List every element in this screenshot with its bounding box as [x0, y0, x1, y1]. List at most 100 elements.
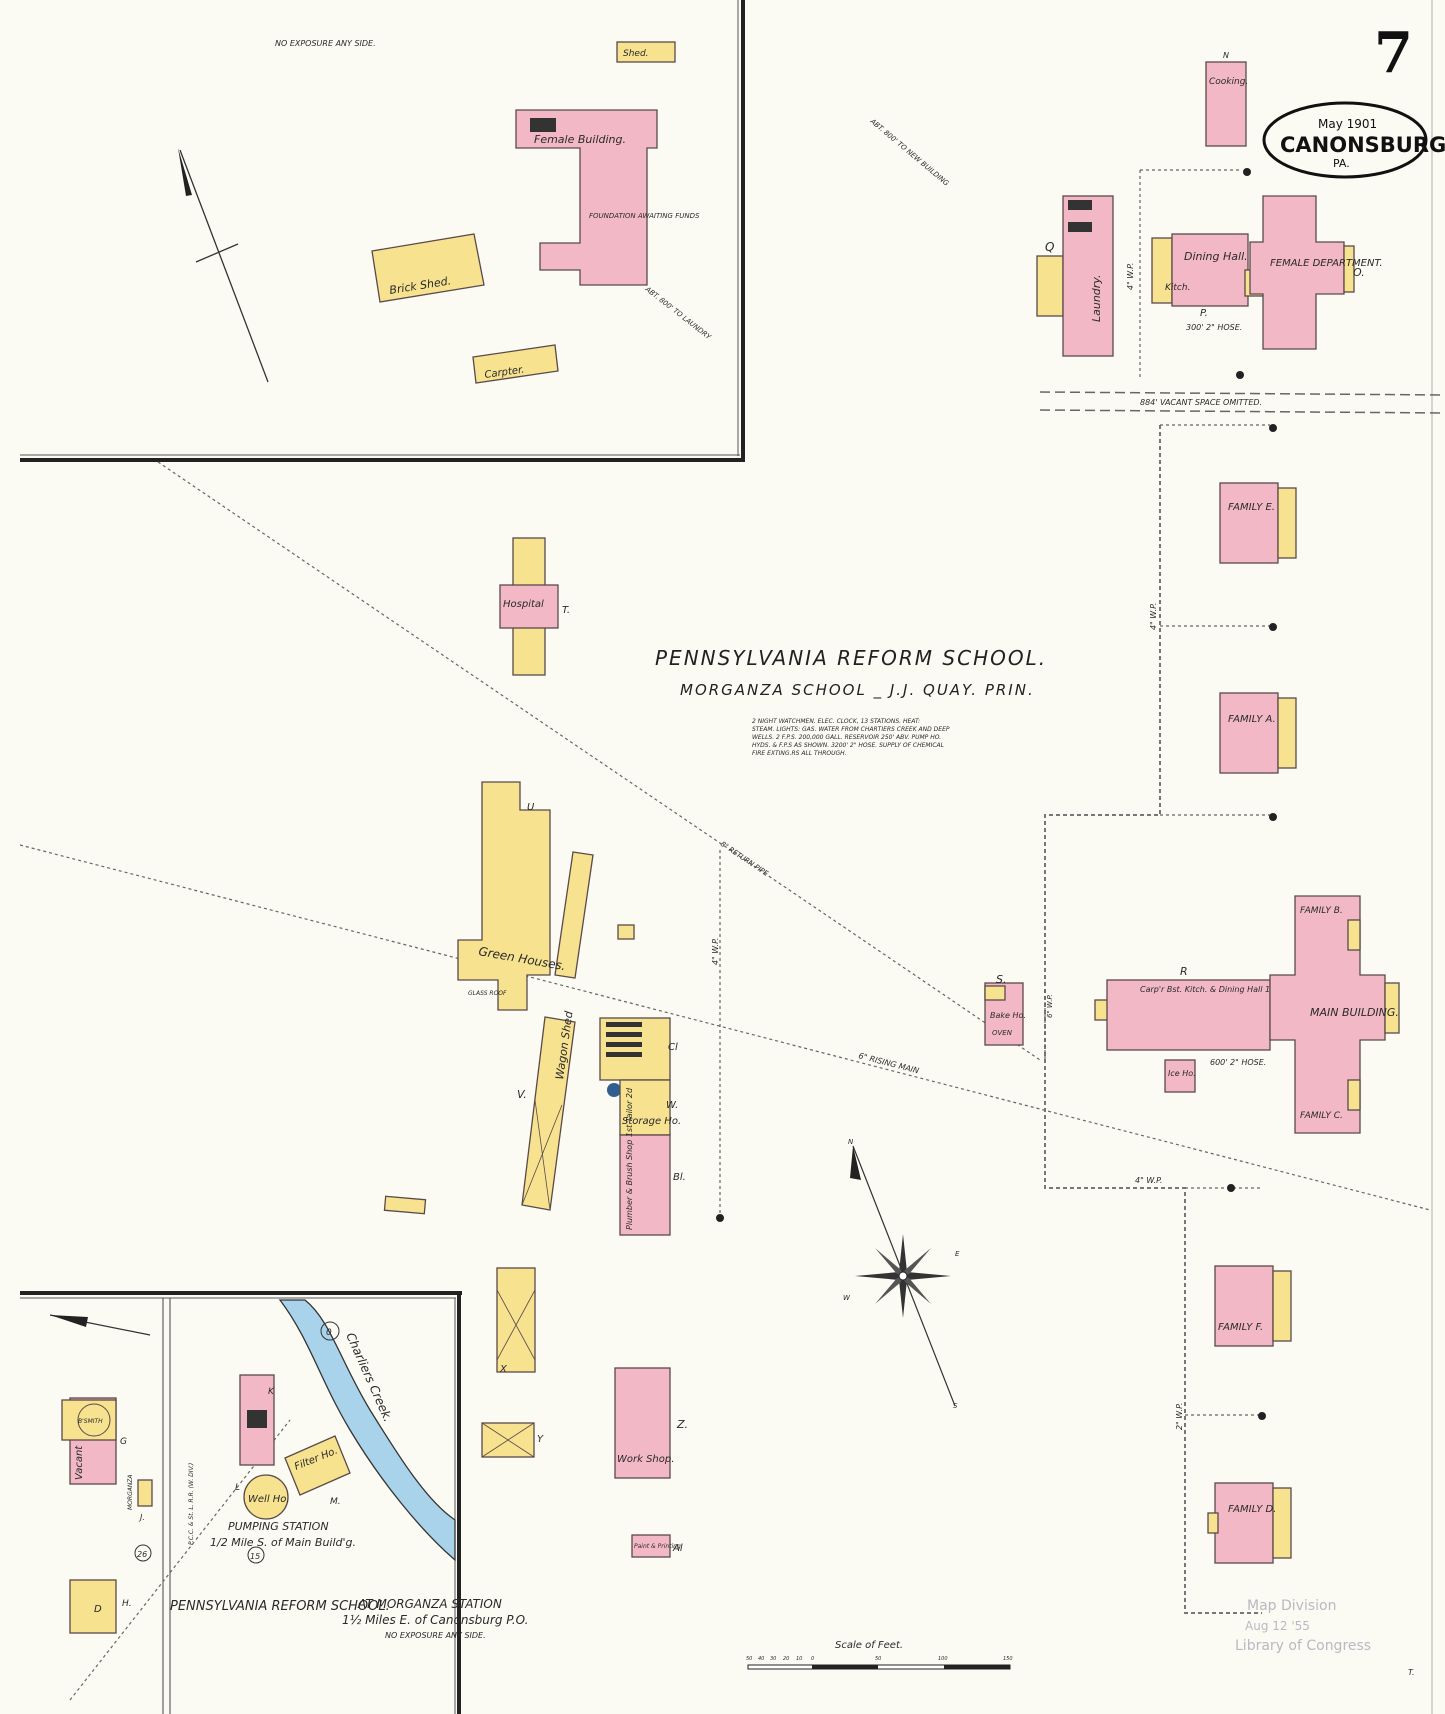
compass-n: N — [848, 1138, 854, 1146]
well-ho-label: Well Ho. — [248, 1494, 290, 1505]
foundation-label: FOUNDATION AWAITING FUNDS — [589, 212, 700, 220]
wp4-label-right: 4" W.P. — [1149, 603, 1158, 630]
family-f-label: FAMILY F. — [1218, 1322, 1263, 1333]
family-a-label: FAMILY A. — [1228, 714, 1276, 725]
green-houses-building — [457, 781, 551, 1011]
north-arrowhead-icon — [178, 148, 192, 196]
pumping-sub-label: 1/2 Mile S. of Main Build'g. — [210, 1536, 356, 1549]
main-building-porch — [1384, 982, 1400, 1034]
hose-r-label: 600' 2" HOSE. — [1210, 1058, 1266, 1067]
hydrant-icon — [1227, 1184, 1235, 1192]
pennsylvania-reform-inset-title: PENNSYLVANIA REFORM SCHOOL. — [170, 1599, 390, 1614]
notes-line: STEAM. LIGHTS: GAS. WATER FROM CHARTIERS… — [752, 726, 950, 733]
plumber-label: Plumber & Brush Shop 1st Tailor 2d — [625, 1087, 634, 1230]
letter-k: K — [268, 1387, 275, 1397]
letter-m: M. — [330, 1497, 341, 1507]
title-block: PENNSYLVANIA REFORM SCHOOL. MORGANZA SCH… — [655, 646, 1045, 757]
n15-label: 15 — [250, 1552, 260, 1561]
building-x — [496, 1267, 536, 1373]
boiler-bar — [606, 1052, 642, 1057]
family-a-building — [1219, 692, 1279, 774]
small-shed — [383, 1195, 427, 1215]
cooking-label: Cooking. — [1209, 77, 1248, 87]
scale-tick: 150 — [1003, 1656, 1013, 1662]
female-department-label: FEMALE DEPARTMENT. — [1270, 258, 1383, 269]
x-mark — [496, 1289, 536, 1361]
blacksmith-label: B'SMITH — [78, 1418, 103, 1425]
compass-s: S — [953, 1402, 958, 1410]
chapel-building — [1106, 979, 1271, 1051]
family-e-label: FAMILY E. — [1228, 502, 1275, 513]
return-pipe-line — [157, 461, 1041, 1061]
letter-r: R — [1180, 965, 1188, 978]
family-f-building — [1214, 1265, 1274, 1347]
to-new-building-label: ABT. 800' TO NEW BUILDING — [868, 117, 951, 188]
scale-tick: 40 — [758, 1656, 764, 1662]
letter-d: D — [94, 1604, 102, 1615]
family-f-porch — [1272, 1270, 1292, 1342]
letter-t: T. — [562, 605, 570, 616]
hydrant-icon — [1258, 1412, 1266, 1420]
storage-block — [599, 1017, 671, 1081]
cooking-building — [1205, 61, 1247, 147]
blacksmith-building — [61, 1399, 117, 1441]
female-dept-porch — [1343, 245, 1355, 293]
shed-building — [616, 41, 676, 63]
laundry-label: Laundry. — [1090, 275, 1103, 322]
female-department-area: N Cooking. Laundry. Q 4" W.P. Dining Hal… — [868, 51, 1445, 414]
hydrant-symbol-icon — [607, 1083, 621, 1097]
library-stamp: Map Division Aug 12 '55 Library of Congr… — [1235, 1598, 1371, 1654]
north-arrowhead-icon — [50, 1315, 88, 1327]
family-a-porch — [1277, 697, 1297, 769]
letter-ci: Cl — [668, 1042, 678, 1053]
morganza-label: MORGANZA — [127, 1474, 134, 1510]
laundry-building — [1062, 195, 1114, 357]
family-d-step — [1207, 1512, 1219, 1534]
filter-house — [284, 1435, 351, 1496]
wp2-label: 2" W.P. — [1175, 1403, 1184, 1430]
letter-l: L — [235, 1483, 240, 1493]
letter-y: Y — [537, 1434, 544, 1445]
break-line — [1039, 409, 1445, 414]
rising-main-label: 6" RISING MAIN — [857, 1051, 919, 1075]
no-exposure-note: NO EXPOSURE ANY SIDE. — [275, 39, 376, 48]
work-shop-building — [614, 1367, 671, 1479]
work-shop-label: Work Shop. — [617, 1454, 674, 1465]
bake-ho-label: Bake Ho. — [990, 1011, 1026, 1020]
family-c-label: FAMILY C. — [1300, 1111, 1343, 1121]
break-line — [1039, 391, 1445, 396]
main-building-label: MAIN BUILDING. — [1310, 1006, 1399, 1019]
letter-n: N — [1223, 51, 1229, 60]
carpter-building — [472, 344, 559, 384]
water-main-line — [1044, 425, 1262, 1614]
branch-lines — [1160, 424, 1270, 1416]
hydrant-icon — [716, 1214, 724, 1222]
blacksmith-circle — [77, 1403, 111, 1437]
glass-roof-label: GLASS ROOF — [468, 990, 507, 997]
scale-label: Scale of Feet. — [835, 1640, 903, 1651]
dining-hall-label: Dining Hall. — [1184, 250, 1248, 263]
storage-house — [619, 1079, 671, 1136]
town-name: CANONSBURG — [1280, 133, 1445, 157]
elevation-circle — [320, 1321, 340, 1341]
top-inset: NO EXPOSURE ANY SIDE. Shed. Female Build… — [20, 0, 745, 462]
family-e-building — [1219, 482, 1279, 564]
hydrant-icon — [1243, 168, 1251, 176]
female-building-label: Female Building. — [534, 133, 626, 146]
notes-line: WELLS. 2 F.P.S. 200,000 GALL. RESERVOIR … — [752, 734, 941, 741]
hydrant-icon — [1269, 424, 1277, 432]
oven-label: OVEN — [992, 1029, 1013, 1037]
scale-tick: 50 — [746, 1656, 752, 1662]
station-title: AT MORGANZA STATION — [357, 1597, 502, 1611]
stamp-line: Aug 12 '55 — [1245, 1619, 1310, 1633]
return-pipe-label: 8" RETURN PIPE — [719, 840, 770, 878]
boiler-bar — [606, 1032, 642, 1037]
letter-j: J. — [138, 1513, 145, 1522]
letter-h: H. — [122, 1599, 132, 1609]
n26-label: 26 — [137, 1550, 147, 1559]
stamp-line: Library of Congress — [1235, 1638, 1371, 1654]
female-building — [515, 109, 658, 286]
letter-q: Q — [1045, 240, 1054, 254]
main-building-area: Bake Ho. OVEN S. R Carp'r Bst. Kitch. & … — [984, 895, 1400, 1134]
paint-printing-label: Paint & Printing — [634, 1543, 681, 1550]
